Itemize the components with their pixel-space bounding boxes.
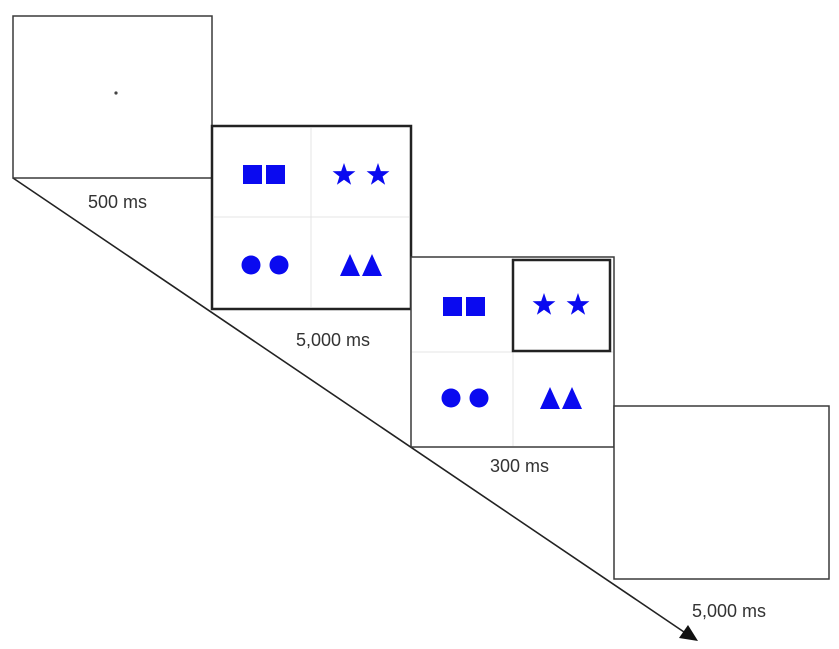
- cue-highlight-box: [511, 258, 612, 353]
- cue-duration-label: 300 ms: [490, 456, 549, 476]
- time-axis-arrowhead: [679, 625, 698, 641]
- time-axis-line: [12, 177, 685, 633]
- cue-array-screen: [410, 256, 615, 448]
- blank-frame: [613, 405, 830, 580]
- blank-screen: [613, 405, 830, 580]
- fixation-dot: [114, 91, 118, 95]
- fixation-screen: [12, 15, 213, 179]
- study-array-screen: [210, 124, 413, 311]
- time-axis: [12, 177, 698, 641]
- fixation-duration-label: 500 ms: [88, 192, 147, 212]
- fixation-frame: [12, 15, 213, 179]
- blank-duration-label: 5,000 ms: [692, 601, 766, 621]
- study-duration-label: 5,000 ms: [296, 330, 370, 350]
